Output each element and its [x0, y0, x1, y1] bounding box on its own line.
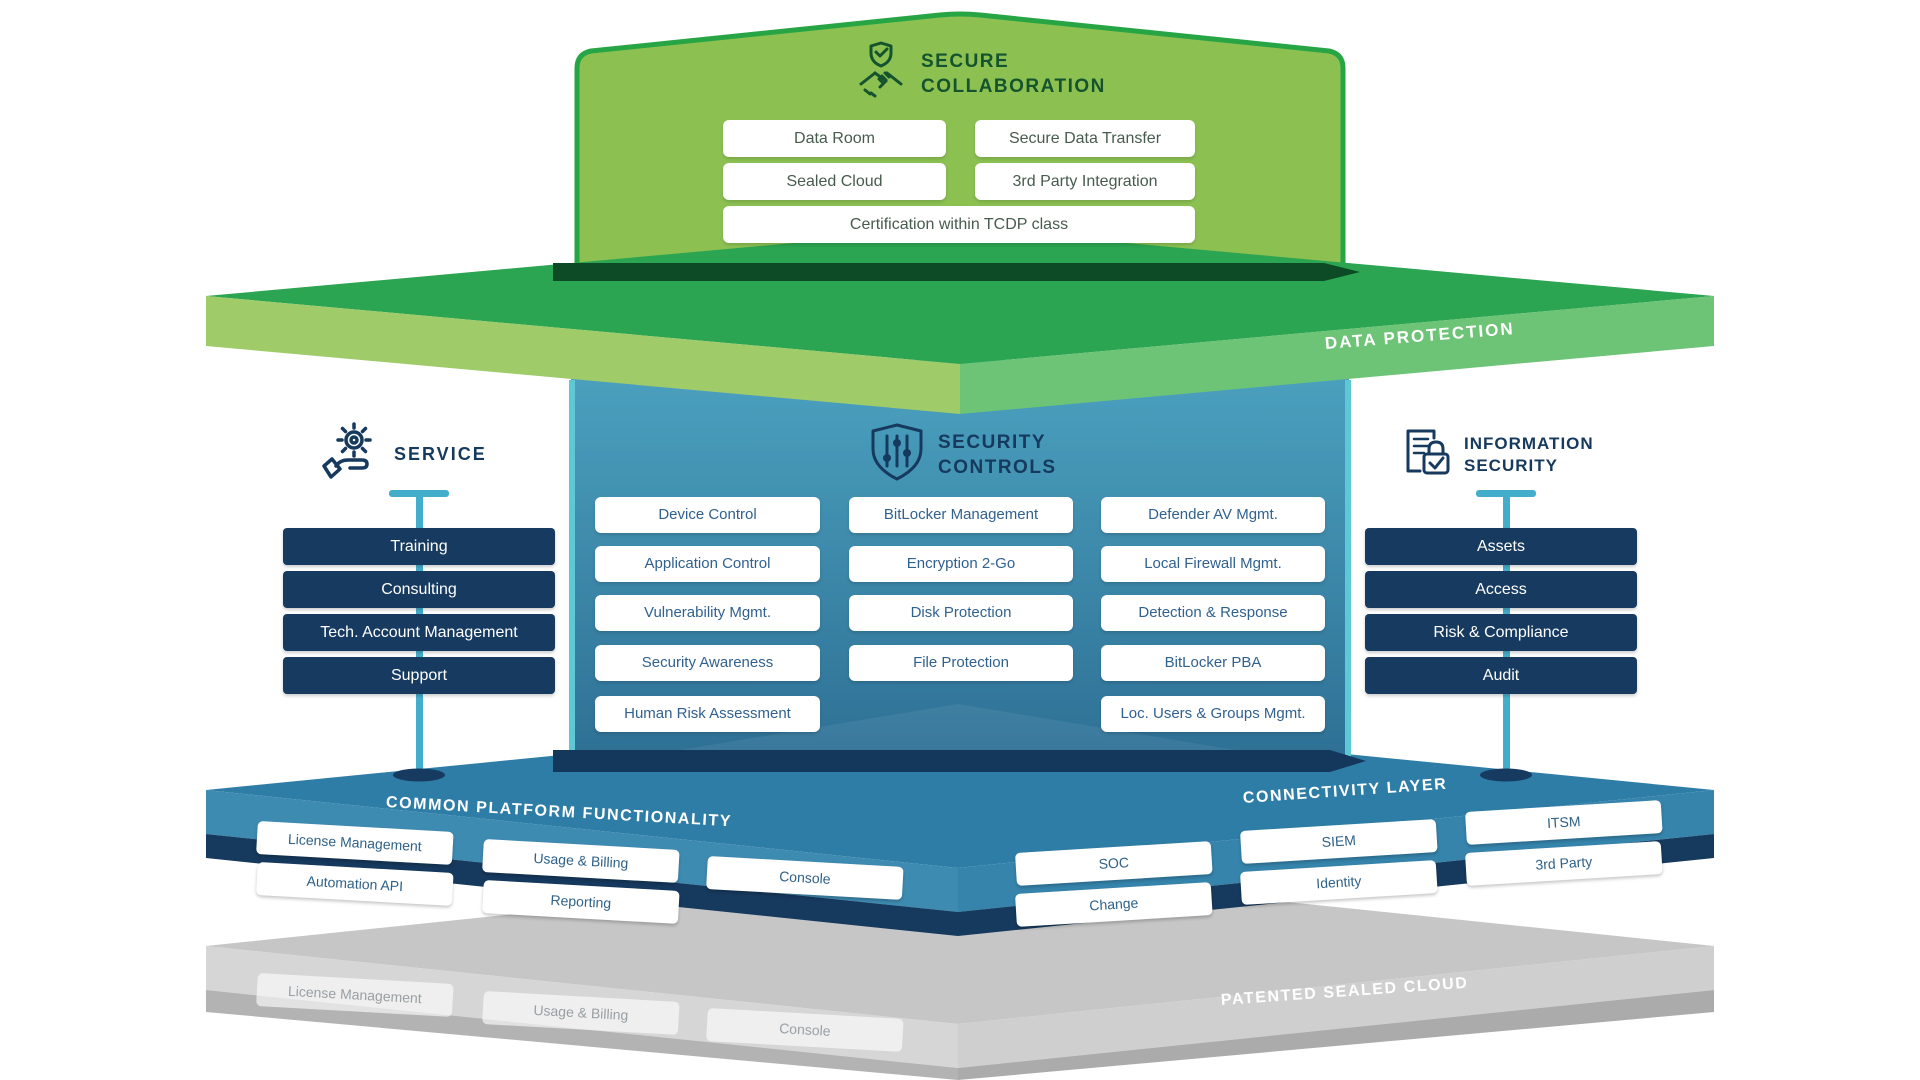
handshake-shield-icon [853, 40, 909, 107]
control-pill: Detection & Response [1101, 595, 1325, 631]
connectivity-pill: 3rd Party [1464, 841, 1663, 886]
service-pill: Tech. Account Management [283, 614, 555, 651]
control-pill: Application Control [595, 546, 820, 582]
service-title: SERVICE [394, 444, 487, 464]
gray-platform-right-face [958, 946, 1714, 1068]
ghost-pill: Usage & Billing [482, 991, 680, 1035]
ghost-pill: Console [706, 1008, 904, 1052]
shield-sliders-icon [868, 422, 926, 487]
service-connector-cap [389, 490, 449, 497]
control-pill: Security Awareness [595, 645, 820, 681]
control-pill: Defender AV Mgmt. [1101, 497, 1325, 533]
secure-collaboration-title-line1: SECURE [921, 50, 1010, 72]
blue-box-right-edge [1345, 380, 1351, 760]
control-pill: Encryption 2-Go [849, 546, 1073, 582]
infosec-pill: Audit [1365, 657, 1637, 694]
infosec-connector-cap [1476, 490, 1536, 497]
infosec-pill: Risk & Compliance [1365, 614, 1637, 651]
collab-pill: 3rd Party Integration [975, 163, 1195, 200]
control-pill: Device Control [595, 497, 820, 533]
gear-hand-icon [318, 420, 382, 489]
secure-collaboration-header: SECURE COLLABORATION [853, 40, 1106, 107]
control-pill: Vulnerability Mgmt. [595, 595, 820, 631]
platform-pill: Console [706, 856, 904, 900]
blue-box-chevron [620, 704, 1296, 760]
connectivity-pill: Identity [1239, 860, 1438, 905]
connectivity-pill: ITSM [1464, 800, 1663, 845]
platform-pill: Automation API [256, 862, 454, 906]
platform-pill: Reporting [482, 880, 680, 924]
service-pill: Consulting [283, 571, 555, 608]
collab-wide-pill: Certification within TCDP class [723, 206, 1195, 243]
connectivity-pill: Change [1014, 882, 1213, 927]
green-platform-right-face [960, 296, 1714, 414]
blue-box-left-edge [569, 380, 575, 760]
green-platform-shadow-stripe [553, 263, 1360, 281]
service-pill: Support [283, 657, 555, 694]
collab-pill: Sealed Cloud [723, 163, 946, 200]
connectivity-layer-label: CONNECTIVITY LAYER [1242, 775, 1448, 807]
control-pill: BitLocker PBA [1101, 645, 1325, 681]
control-pill: Loc. Users & Groups Mgmt. [1101, 696, 1325, 732]
collab-pill: Secure Data Transfer [975, 120, 1195, 157]
information-security-title-line2: SECURITY [1464, 455, 1558, 475]
information-security-header: INFORMATION SECURITY [1402, 426, 1594, 483]
data-protection-label: DATA PROTECTION [1324, 319, 1516, 353]
service-pill: Training [283, 528, 555, 565]
infosec-pill: Access [1365, 571, 1637, 608]
control-pill: BitLocker Management [849, 497, 1073, 533]
service-connector-hole [393, 768, 445, 782]
security-controls-title-line2: CONTROLS [938, 456, 1057, 478]
collab-pill: Data Room [723, 120, 946, 157]
control-pill: Local Firewall Mgmt. [1101, 546, 1325, 582]
document-lock-icon [1402, 426, 1452, 483]
security-controls-title-line1: SECURITY [938, 431, 1047, 453]
service-header: SERVICE [318, 420, 487, 489]
platform-pill: Usage & Billing [482, 839, 680, 883]
infosec-pill: Assets [1365, 528, 1637, 565]
control-pill: File Protection [849, 645, 1073, 681]
control-pill: Human Risk Assessment [595, 696, 820, 732]
control-pill: Disk Protection [849, 595, 1073, 631]
gray-platform-right-rim [958, 990, 1714, 1080]
information-security-title-line1: INFORMATION [1464, 433, 1594, 453]
blue-platform-shadow-stripe [553, 750, 1366, 772]
common-platform-label: COMMON PLATFORM FUNCTIONALITY [385, 794, 733, 831]
platform-pill: License Management [256, 821, 454, 865]
secure-collaboration-title-line2: COLLABORATION [921, 75, 1106, 97]
connectivity-pill: SIEM [1239, 819, 1438, 864]
infosec-connector-hole [1480, 768, 1532, 782]
ghost-pill: License Management [256, 973, 454, 1017]
security-controls-header: SECURITY CONTROLS [868, 422, 1057, 487]
green-platform-left-face [206, 296, 960, 414]
connectivity-pill: SOC [1014, 841, 1213, 886]
sealed-cloud-label: PATENTED SEALED CLOUD [1220, 974, 1470, 1009]
